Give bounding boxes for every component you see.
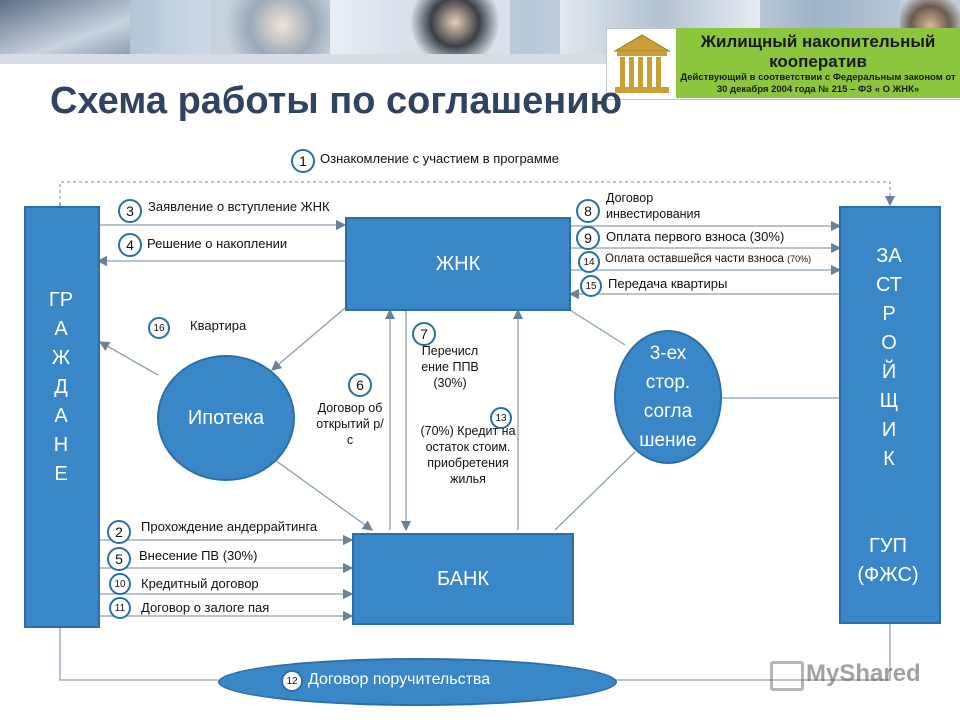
watermark-text: MyShared [806,660,921,687]
builder-label: ЗАСТРОЙЩИК [876,245,902,470]
tripartite-label: 3-ех стор. согла шение [639,343,697,451]
watermark-icon [770,661,804,691]
step-6-label: Договор об открытий р/с [316,401,384,447]
coop-logo-panel [676,28,960,98]
building-photo [0,0,130,64]
step-14-text: Оплата оставшейся части взноса [605,253,784,265]
businesswoman-photo [400,0,510,64]
badge-15: 15 [580,275,602,297]
badge-8: 8 [576,199,600,223]
step-16-label: Квартира [190,318,247,333]
mortgage-circle: Ипотека [157,355,295,481]
businessman-photo [210,0,330,64]
badge-11: 11 [109,597,131,619]
banner-band [0,54,960,64]
badge-16: 16 [148,317,170,339]
coop-title: Жилищный накопительный кооператив [700,32,936,71]
coop-building-icon [613,34,671,93]
builder-box [839,206,941,624]
step-3-label: Заявление о вступление ЖНК [148,199,330,214]
badge-14: 14 [578,251,600,273]
step-8-label: Договор инвестирования [606,191,701,221]
badge-4: 4 [118,233,142,257]
zhnk-label: ЖНК [435,252,481,275]
citizens-label: ГРАЖДАНЕ [48,289,74,485]
step-7-label: Перечисл ение ППВ (30%) [421,344,479,390]
badge-6: 6 [348,373,372,397]
badge-1: 1 [291,149,315,173]
page-title: Схема работы по соглашению [50,80,623,122]
step-10-label: Кредитный договор [141,576,259,591]
coop-subtitle: Действующий в соответствии с Федеральным… [680,72,956,95]
bank-label: БАНК [436,567,490,590]
tripartite-circle: 3-ех стор. согла шение [614,330,722,464]
step-4-label: Решение о накоплении [147,236,288,251]
badge-12: 12 [281,670,303,692]
mortgage-label: Ипотека [187,406,265,429]
step-1-label: Ознакомление с участием в программе [320,151,560,166]
step-14-label: Оплата оставшейся части взноса (70%) [605,253,811,265]
step-5-label: Внесение ПВ (30%) [139,548,258,563]
badge-10: 10 [109,573,131,595]
step-2-label: Прохождение андеррайтинга [141,519,318,534]
step-9-label: Оплата первого взноса (30%) [606,229,785,244]
step-11-label: Договор о залоге пая [141,600,270,615]
badge-2: 2 [107,520,131,544]
badge-3: 3 [118,199,142,223]
builder-suffix: ГУП (ФЖС) [857,535,919,586]
step-15-label: Передача квартиры [608,276,728,291]
step-13-label: (70%) Кредит на остаток стоим. приобрете… [420,424,516,486]
zhnk-box: ЖНК [345,217,571,311]
step-14-pct: (70%) [787,254,812,264]
badge-9: 9 [576,226,600,250]
badge-7: 7 [412,322,436,346]
bank-box: БАНК [352,533,574,625]
guarantee-ellipse [218,658,617,706]
badge-5: 5 [107,547,131,571]
step-12-label: Договор поручительства [308,671,491,688]
citizens-box [24,206,100,628]
badge-13: 13 [490,407,512,429]
